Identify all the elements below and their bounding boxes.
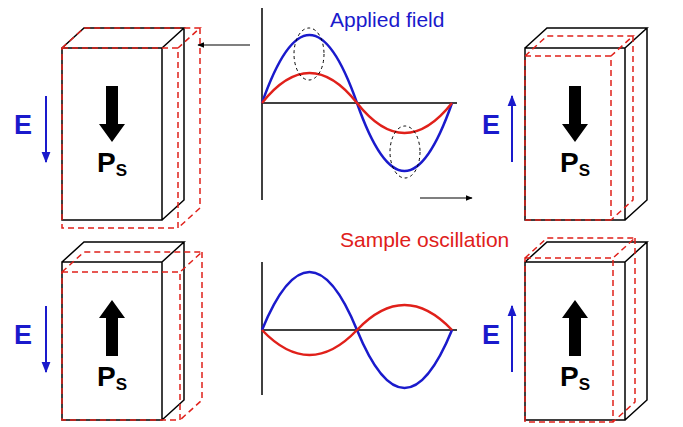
polarization-label: PS <box>97 148 127 194</box>
oscillation-wave <box>262 305 452 355</box>
cuboid-edge <box>62 242 184 420</box>
axis <box>262 329 457 331</box>
pointer-arrow <box>198 44 250 45</box>
text-holder: PS <box>62 148 162 194</box>
axis-title: Applied field <box>330 8 444 32</box>
crystal-cuboid: PS <box>62 242 184 420</box>
polarization-arrow <box>562 86 588 142</box>
field-arrow <box>511 96 513 162</box>
deformed-outline <box>62 28 200 228</box>
text-holder: PS <box>525 148 625 194</box>
cuboid-edge <box>62 28 184 220</box>
cuboid-outline <box>525 242 677 427</box>
cuboid-outline <box>525 28 677 240</box>
polarization-label: PS <box>97 362 127 408</box>
crystal-cuboid: PS <box>525 242 647 420</box>
peak-ellipse <box>294 28 324 80</box>
deformed-outline <box>62 252 202 420</box>
polarization-arrow <box>99 86 125 142</box>
field-wave <box>262 35 452 171</box>
deformed-outline <box>525 36 633 220</box>
field-label: E <box>14 110 32 141</box>
field-arrow <box>511 306 513 372</box>
cuboid-outline <box>62 242 214 427</box>
polarization-label: PS <box>560 362 590 408</box>
oscillation-wave <box>262 73 452 133</box>
text-holder: PS <box>525 362 625 408</box>
field-arrow <box>45 96 47 162</box>
crystal-cuboid: PS <box>525 28 647 220</box>
field-arrow <box>45 306 47 372</box>
axis-title: Sample oscillation <box>340 228 509 252</box>
polarization-arrow <box>562 300 588 356</box>
field-label: E <box>14 320 32 351</box>
cuboid-edge <box>525 242 647 420</box>
peak-ellipse <box>390 126 420 178</box>
field-label: E <box>482 110 500 141</box>
cuboid-edge <box>525 28 647 220</box>
field-wave <box>262 272 452 388</box>
text-holder: PS <box>62 362 162 408</box>
crystal-cuboid: PS <box>62 28 184 220</box>
pointer-arrow <box>420 197 472 198</box>
deformed-outline <box>525 238 635 422</box>
axis <box>262 102 457 104</box>
field-label: E <box>482 320 500 351</box>
cuboid-outline <box>62 28 214 240</box>
polarization-label: PS <box>560 148 590 194</box>
axis <box>261 8 263 200</box>
polarization-arrow <box>99 300 125 356</box>
